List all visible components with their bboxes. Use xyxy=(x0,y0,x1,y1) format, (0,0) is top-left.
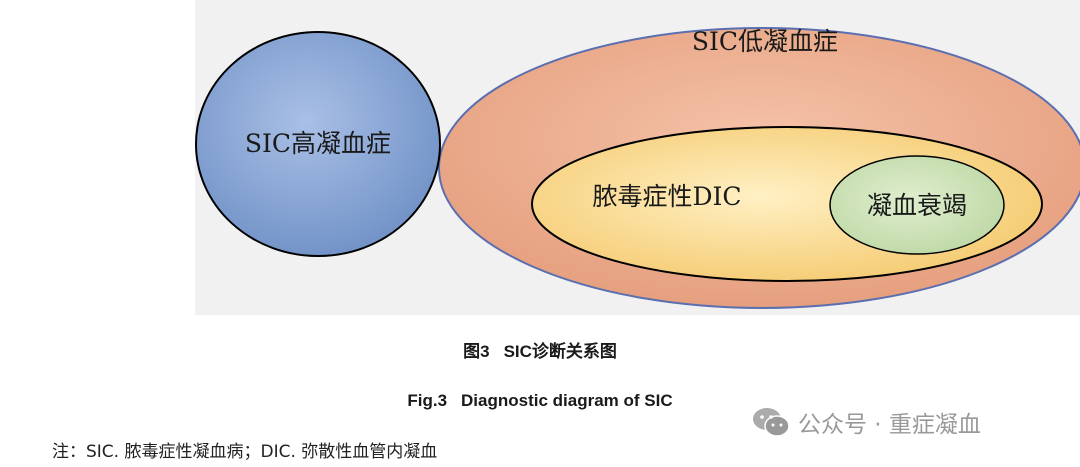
wechat-icon xyxy=(753,408,790,437)
sic-diagram: SIC低凝血症 SIC高凝血症 脓毒症性DIC 凝血衰竭 xyxy=(195,0,1080,315)
watermark-text: 公众号 · 重症凝血 xyxy=(798,412,981,438)
circle-sic-hypercoagulation xyxy=(195,31,441,257)
caption-cn-title: SIC诊断关系图 xyxy=(503,342,617,361)
figure-caption-cn: 图3 SIC诊断关系图 xyxy=(0,337,1080,362)
label-sic-hypercoagulation: SIC高凝血症 xyxy=(245,129,391,158)
ellipse-coagulation-failure xyxy=(829,155,1005,255)
label-sepsis-dic: 脓毒症性DIC xyxy=(592,182,741,211)
footnote: 注：SIC. 脓毒症性凝血病；DIC. 弥散性血管内凝血 xyxy=(52,442,438,462)
caption-en-title: Diagnostic diagram of SIC xyxy=(461,391,673,410)
label-sic-hypocoagulation: SIC低凝血症 xyxy=(692,27,838,56)
caption-en-prefix: Fig.3 xyxy=(407,391,448,410)
figure-caption-en: Fig.3 Diagnostic diagram of SIC xyxy=(0,391,1080,411)
label-coagulation-failure: 凝血衰竭 xyxy=(867,191,967,220)
watermark: 公众号 · 重症凝血 xyxy=(752,405,981,439)
caption-cn-prefix: 图3 xyxy=(463,342,490,361)
